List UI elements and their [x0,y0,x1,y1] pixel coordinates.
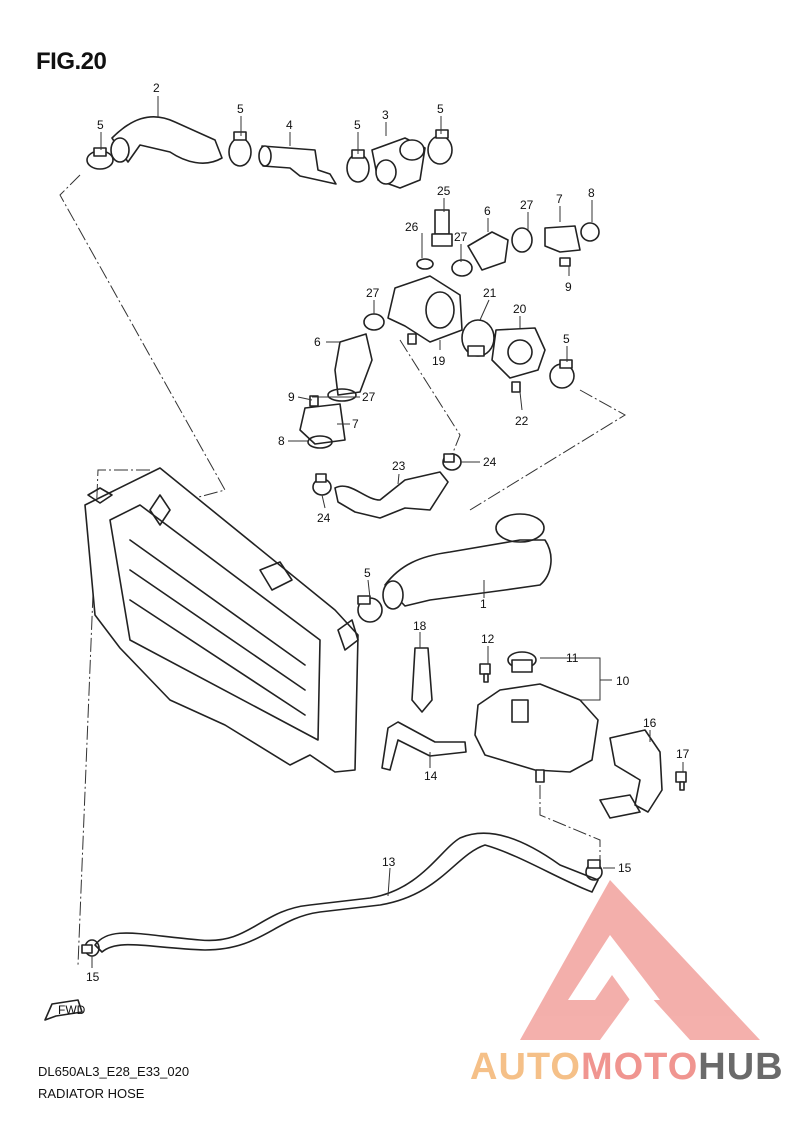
callout-8: 8 [588,186,595,200]
clamp-part-15-b [585,859,603,881]
clamp-part-24-a [312,473,332,496]
bolt-part-17 [675,771,687,791]
callout-5: 5 [563,332,570,346]
callout-numbers: 2 5 5 4 5 3 5 25 26 6 27 27 7 8 9 27 21 … [86,81,690,984]
forward-direction-arrow: FWD [44,999,86,1021]
callout-25: 25 [437,184,451,198]
thermostat-housing-part-19 [363,275,463,345]
watermark-text-part: HUB [698,1046,784,1088]
clamp-part-5-b [228,131,252,167]
callout-15: 15 [618,861,632,875]
clamp-part-15-a [81,939,100,957]
callout-23: 23 [392,459,406,473]
callout-9: 9 [565,280,572,294]
hose-part-6-lower [327,333,373,402]
callout-27: 27 [520,198,534,212]
figure-caption: RADIATOR HOSE [38,1086,145,1101]
hose-part-6-upper [451,227,533,277]
clamp-part-5-a [86,147,114,170]
reservoir-cap-part-11 [507,651,537,673]
radiator [84,467,359,773]
callout-7: 7 [352,417,359,431]
callout-5: 5 [364,566,371,580]
callout-9: 9 [288,390,295,404]
callout-14: 14 [424,769,438,783]
callout-6: 6 [314,335,321,349]
callout-6: 6 [484,204,491,218]
callout-24: 24 [317,511,331,525]
clamp-part-24-b [442,453,462,471]
model-code-label: DL650AL3_E28_E33_020 [38,1064,190,1079]
callout-24: 24 [483,455,497,469]
callout-5: 5 [237,102,244,116]
callout-17: 17 [676,747,690,761]
hose-part-4 [258,145,337,185]
callout-5: 5 [97,118,104,132]
callout-27: 27 [366,286,380,300]
leader-lines [91,96,684,968]
callout-16: 16 [643,716,657,730]
bracket-part-16 [599,729,663,819]
fitting-part-7-upper [544,222,600,267]
callout-3: 3 [382,108,389,122]
callout-21: 21 [483,286,497,300]
thermostat-cover-part-20 [491,327,546,393]
watermark-text-part: AUTO [470,1046,581,1088]
hose-part-1 [382,513,552,610]
callout-5: 5 [437,102,444,116]
callout-7: 7 [556,192,563,206]
callout-11: 11 [566,651,579,665]
callout-15: 15 [86,970,100,984]
callout-19: 19 [432,354,446,368]
callout-12: 12 [481,632,495,646]
callout-26: 26 [405,220,419,234]
watermark-logo [520,880,760,1040]
watermark-text-part: MOTO [580,1046,699,1088]
clamp-part-5-c [346,149,370,183]
clamp-part-5-e [549,359,575,389]
callout-13: 13 [382,855,396,869]
clamp-part-5-d [427,129,453,165]
temperature-sensor-part-25 [416,209,453,270]
bolt-part-12 [479,663,491,683]
hose-part-2 [110,116,223,164]
clamp-part-5-f [357,595,383,623]
callout-2: 2 [153,81,160,95]
callout-8: 8 [278,434,285,448]
hose-part-3 [371,137,426,189]
forward-direction-label: FWD [58,1003,86,1017]
watermark-text: AUTOMOTOHUB [470,1046,784,1089]
hose-part-13 [94,832,599,953]
figure-title: FIG.20 [36,48,107,75]
callout-1: 1 [480,597,487,611]
hose-part-14 [381,721,467,771]
callout-4: 4 [286,118,293,132]
thermostat-part-21 [461,319,495,357]
callout-5: 5 [354,118,361,132]
bracket-part-18 [411,647,433,713]
callout-27: 27 [362,390,376,404]
callout-18: 18 [413,619,427,633]
callout-22: 22 [515,414,529,428]
callout-20: 20 [513,302,527,316]
reservoir-tank-part-10 [474,683,599,783]
callout-10: 10 [616,674,630,688]
fitting-part-7-lower [299,395,346,449]
callout-27: 27 [454,230,468,244]
hose-part-23 [334,471,449,519]
